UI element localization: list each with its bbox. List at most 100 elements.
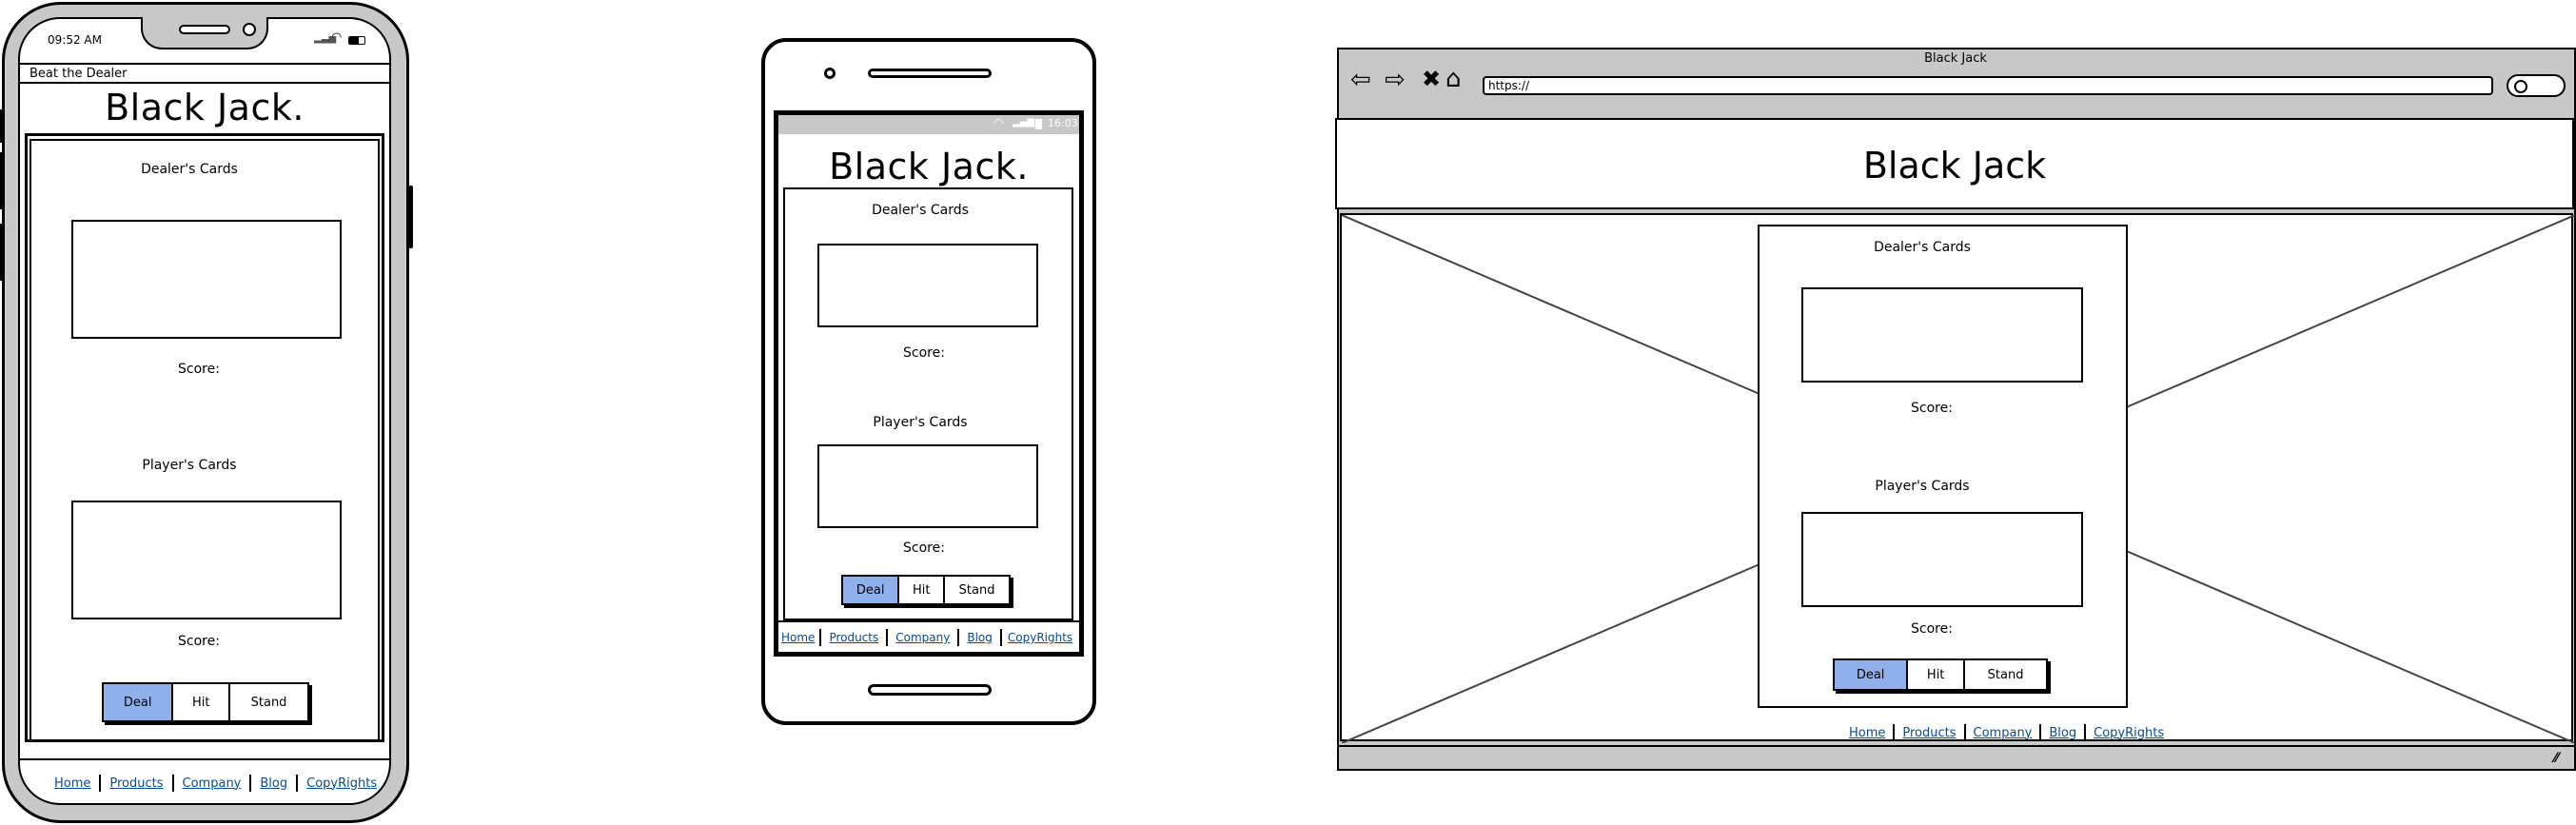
iphone-footer-nav: Home Products Company Blog CopyRights [46,773,385,794]
iphone-player-score: Score: [178,634,220,649]
deal-button[interactable]: Deal [843,577,900,603]
iphone-signal-icon: ▂▃▅ [314,33,337,44]
footer-link-copyrights[interactable]: CopyRights [2094,725,2165,740]
iphone-page-title: Black Jack. [105,87,305,128]
browser-footer-nav: Home Products Company Blog CopyRights [1845,723,2168,742]
deal-button[interactable]: Deal [104,684,174,720]
footer-separator [999,629,1002,646]
android-footer-nav: Home Products Company Blog CopyRights [778,628,1076,647]
android-action-buttons: Deal Hit Stand [841,575,1011,605]
footer-separator [886,629,889,646]
android-player-score: Score: [903,540,945,556]
iphone-dealer-score: Score: [178,362,220,377]
footer-separator [819,629,822,646]
resize-handle-icon[interactable]: ⁄⁄ [2554,751,2559,766]
home-icon[interactable]: ⌂ [1445,65,1462,93]
browser-header: Black Jack [1335,118,2574,209]
footer-link-copyrights[interactable]: CopyRights [1007,631,1073,644]
footer-link-copyrights[interactable]: CopyRights [306,776,378,791]
close-icon[interactable]: ✖ [1422,66,1442,92]
android-footer-divider [778,620,1079,622]
iphone-dealer-label: Dealer's Cards [141,162,238,177]
android-signal-icon: ▂▄▆ [1013,117,1035,128]
iphone-wifi-icon: ◠ [331,30,343,45]
address-bar[interactable]: https:// [1483,76,2493,95]
iphone-volume-button [0,152,5,209]
android-player-card-area [817,444,1038,528]
browser-dealer-score: Score: [1911,401,1953,416]
iphone-volume-button [0,109,5,143]
android-camera-icon [824,68,836,79]
footer-separator [1893,724,1896,741]
iphone-action-buttons: Deal Hit Stand [102,682,309,722]
iphone-game-panel-inner [29,139,380,742]
iphone-camera-icon [243,23,256,36]
browser-status-bar-divider [1339,745,2574,747]
android-status-bar: ◠ ▂▄▆ 16:03 [778,115,1079,134]
android-status-time: 16:03 [1048,117,1078,129]
browser-player-score: Score: [1911,621,1953,637]
deal-button[interactable]: Deal [1835,660,1909,689]
android-speaker-icon [868,69,992,78]
footer-separator [2039,724,2042,741]
hit-button[interactable]: Hit [173,684,231,720]
android-dealer-score: Score: [903,345,945,361]
browser-dealer-label: Dealer's Cards [1874,240,1971,255]
android-dealer-label: Dealer's Cards [872,203,969,218]
iphone-speaker-icon [179,25,230,34]
android-home-button[interactable] [868,684,992,696]
iphone-battery-icon [348,36,365,45]
footer-separator [1963,724,1966,741]
browser-player-card-area [1801,512,2083,607]
iphone-header-text: Beat the Dealer [29,67,128,81]
footer-separator [171,775,174,792]
footer-link-products[interactable]: Products [109,776,164,791]
hit-button[interactable]: Hit [899,577,946,603]
iphone-volume-button [0,224,5,281]
browser-tab-title: Black Jack [1924,51,1987,66]
footer-link-home[interactable]: Home [781,631,816,644]
footer-link-company[interactable]: Company [895,631,951,644]
iphone-dealer-card-area [71,220,342,339]
browser-search-box[interactable] [2507,74,2566,97]
footer-separator [249,775,252,792]
android-wifi-icon: ◠ [993,116,1004,129]
footer-separator [2084,724,2087,741]
browser-page-title: Black Jack [1862,145,2047,187]
footer-separator [296,775,299,792]
android-page-title: Black Jack. [829,146,1029,187]
footer-separator [99,775,102,792]
browser-player-label: Player's Cards [1875,479,1970,494]
footer-link-company[interactable]: Company [182,776,242,791]
search-icon [2514,80,2527,93]
android-dealer-card-area [817,244,1038,327]
back-icon[interactable]: ⇦ [1350,66,1371,94]
android-player-label: Player's Cards [873,415,968,430]
iphone-side-button [407,186,413,248]
footer-separator [957,629,960,646]
footer-link-blog[interactable]: Blog [2049,725,2077,740]
footer-link-home[interactable]: Home [54,776,91,791]
footer-link-blog[interactable]: Blog [260,776,288,791]
footer-link-company[interactable]: Company [1973,725,2033,740]
stand-button[interactable]: Stand [250,695,287,710]
iphone-status-time: 09:52 AM [48,33,102,47]
iphone-player-card-area [71,501,342,619]
footer-link-products[interactable]: Products [829,631,879,644]
iphone-player-label: Player's Cards [142,458,237,473]
android-screen [774,110,1084,657]
footer-link-products[interactable]: Products [1902,725,1957,740]
forward-icon[interactable]: ⇨ [1385,66,1406,94]
footer-link-home[interactable]: Home [1849,725,1886,740]
browser-action-buttons: Deal Hit Stand [1833,658,2048,691]
stand-button[interactable]: Stand [958,582,995,598]
iphone-footer-divider [20,758,389,760]
browser-dealer-card-area [1801,287,2083,383]
footer-link-blog[interactable]: Blog [967,631,993,644]
iphone-header-bar: Beat the Dealer [20,63,389,84]
address-bar-url: https:// [1488,79,1530,92]
android-game-panel [783,187,1073,620]
hit-button[interactable]: Hit [1908,660,1966,689]
stand-button[interactable]: Stand [1987,667,2024,682]
android-battery-icon [1035,119,1042,129]
